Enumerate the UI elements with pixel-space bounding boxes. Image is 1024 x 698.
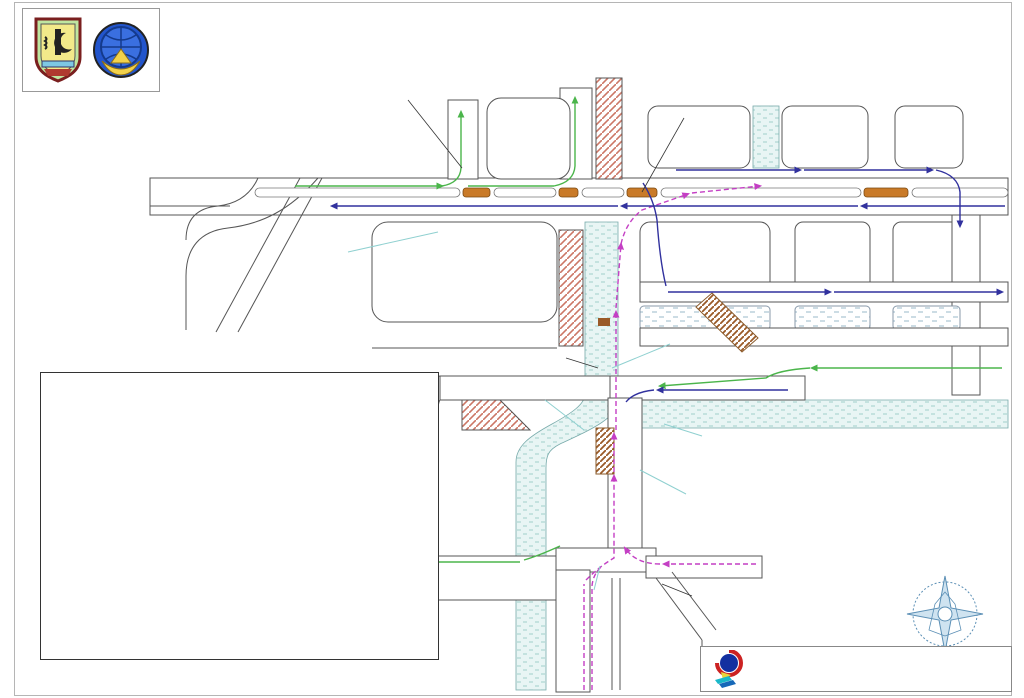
legend-box <box>40 372 439 660</box>
compass-rose <box>906 575 984 653</box>
map-frame <box>14 2 1012 696</box>
credit-bar <box>700 646 1012 692</box>
dishub-logo <box>715 650 743 688</box>
agency-logos <box>22 8 160 92</box>
kota-bekasi-logo <box>34 17 82 83</box>
kementerian-perhubungan-logo <box>93 22 150 78</box>
